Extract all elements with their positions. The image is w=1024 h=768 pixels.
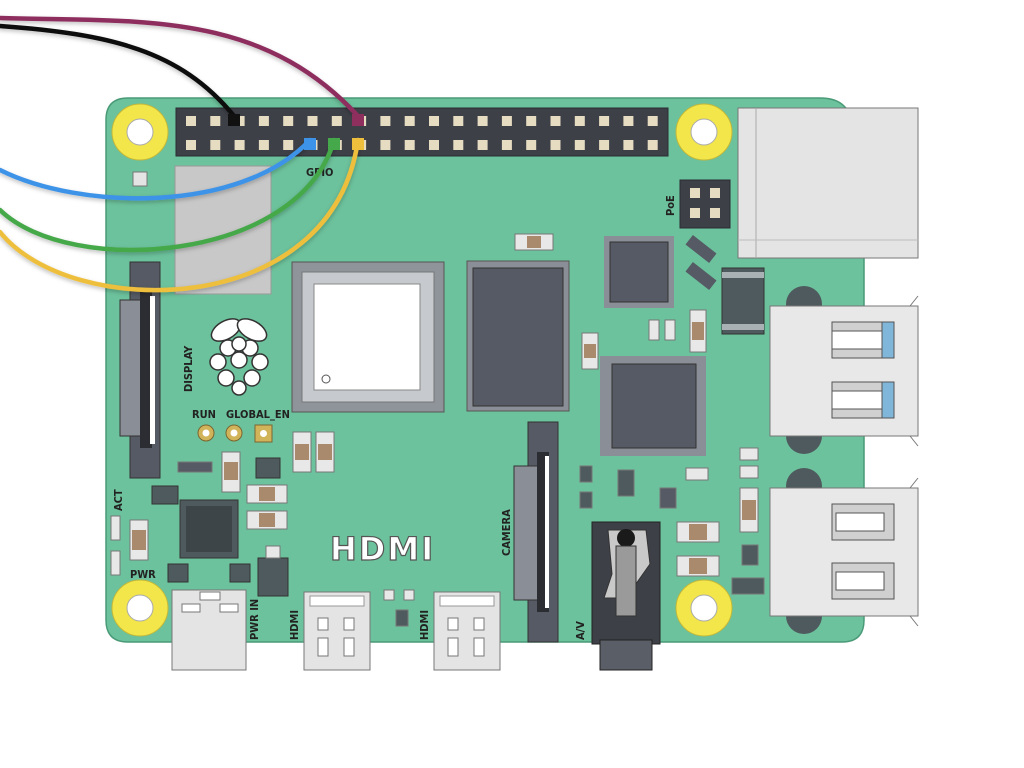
gpio-pin	[234, 140, 245, 150]
wireless-module	[174, 165, 272, 295]
pwr-in-label: PWR IN	[248, 599, 261, 640]
raspberry-logo	[209, 318, 269, 396]
gpio-pin	[599, 116, 610, 126]
pwr-label: PWR	[130, 568, 156, 581]
run-pads	[197, 424, 273, 443]
gpio-pin	[550, 116, 561, 126]
gpio-pin	[453, 116, 464, 126]
gpio-pin	[599, 140, 610, 150]
jumper-wires	[0, 15, 361, 293]
gpio-pin	[186, 140, 196, 150]
gpio-pin	[404, 140, 415, 150]
gpio-pin	[307, 116, 318, 126]
ram-chip	[466, 260, 570, 412]
gpio-pin	[331, 116, 342, 126]
maroon-wire	[0, 15, 361, 119]
display-connector	[119, 261, 161, 479]
blue-wire	[0, 137, 313, 201]
gpio-pin	[501, 116, 512, 126]
usb-controller-chip	[604, 236, 674, 308]
gpio-pin	[210, 116, 221, 126]
gpio-pin	[477, 116, 488, 126]
gpio-pin	[258, 140, 269, 150]
gpio-pin	[429, 116, 439, 126]
hdmi1-label: HDMI	[418, 610, 431, 640]
smd-diode	[685, 235, 717, 263]
hdmi-logo: HDMI	[330, 530, 435, 568]
gpio-pin	[453, 140, 464, 150]
gpio-pin	[574, 140, 585, 150]
audio-jack	[591, 521, 661, 671]
camera-label: CAMERA	[500, 509, 513, 556]
gpio-pin	[501, 140, 512, 150]
inductor	[721, 267, 765, 335]
wire-ends	[228, 114, 364, 150]
mount-hole-bottom-left	[111, 579, 169, 637]
gpio-pin	[477, 140, 488, 150]
mount-hole-bottom-right	[675, 579, 733, 637]
smd-pad	[132, 171, 148, 187]
gpio-pin	[283, 140, 294, 150]
mount-hole-top-left	[111, 103, 169, 161]
gpio-pin	[623, 116, 634, 126]
smd-diode	[685, 262, 717, 290]
gpio-pin	[526, 116, 537, 126]
smd-resistor	[514, 233, 554, 251]
mounting-holes	[111, 103, 733, 637]
gpio-pin	[380, 116, 391, 126]
gpio-pin	[186, 116, 196, 126]
run-label: RUN	[192, 408, 216, 421]
gpio-pin	[526, 140, 537, 150]
gpio-pin	[647, 140, 658, 150]
gpio-pin	[404, 116, 415, 126]
smd-components	[110, 309, 765, 627]
yellow-wire	[0, 137, 361, 293]
gpio-pin	[283, 116, 294, 126]
gpio-pin	[623, 140, 634, 150]
gpio-pin	[380, 140, 391, 150]
camera-connector	[513, 421, 559, 643]
gpio-pin	[258, 116, 269, 126]
hdmi0-label: HDMI	[288, 610, 301, 640]
gpio-pin	[429, 140, 439, 150]
av-label: A/V	[574, 621, 587, 640]
micro-hdmi-port-1	[433, 591, 501, 671]
ethernet-chip	[600, 356, 706, 456]
usb2-port-stack	[769, 468, 919, 634]
gpio-pin	[210, 140, 221, 150]
poe-label: PoE	[664, 195, 677, 216]
ethernet-port	[737, 107, 919, 259]
soc-chip	[291, 261, 445, 413]
green-wire	[0, 137, 337, 253]
poe-header	[679, 179, 731, 229]
display-label: DISPLAY	[182, 345, 195, 392]
micro-hdmi-port-0	[303, 591, 371, 671]
gpio-header	[175, 107, 669, 157]
gpio-pin	[574, 116, 585, 126]
black-wire	[0, 23, 237, 119]
regulator	[257, 545, 289, 597]
global-en-label: GLOBAL_EN	[226, 408, 290, 421]
act-label: ACT	[112, 489, 125, 511]
gpio-pins	[186, 116, 658, 150]
pmic-chip	[179, 499, 239, 559]
gpio-pin	[550, 140, 561, 150]
gpio-pin	[647, 116, 658, 126]
usb3-port-stack	[769, 286, 919, 454]
usb-c-power-port	[171, 589, 247, 671]
mount-hole-top-right	[675, 103, 733, 161]
